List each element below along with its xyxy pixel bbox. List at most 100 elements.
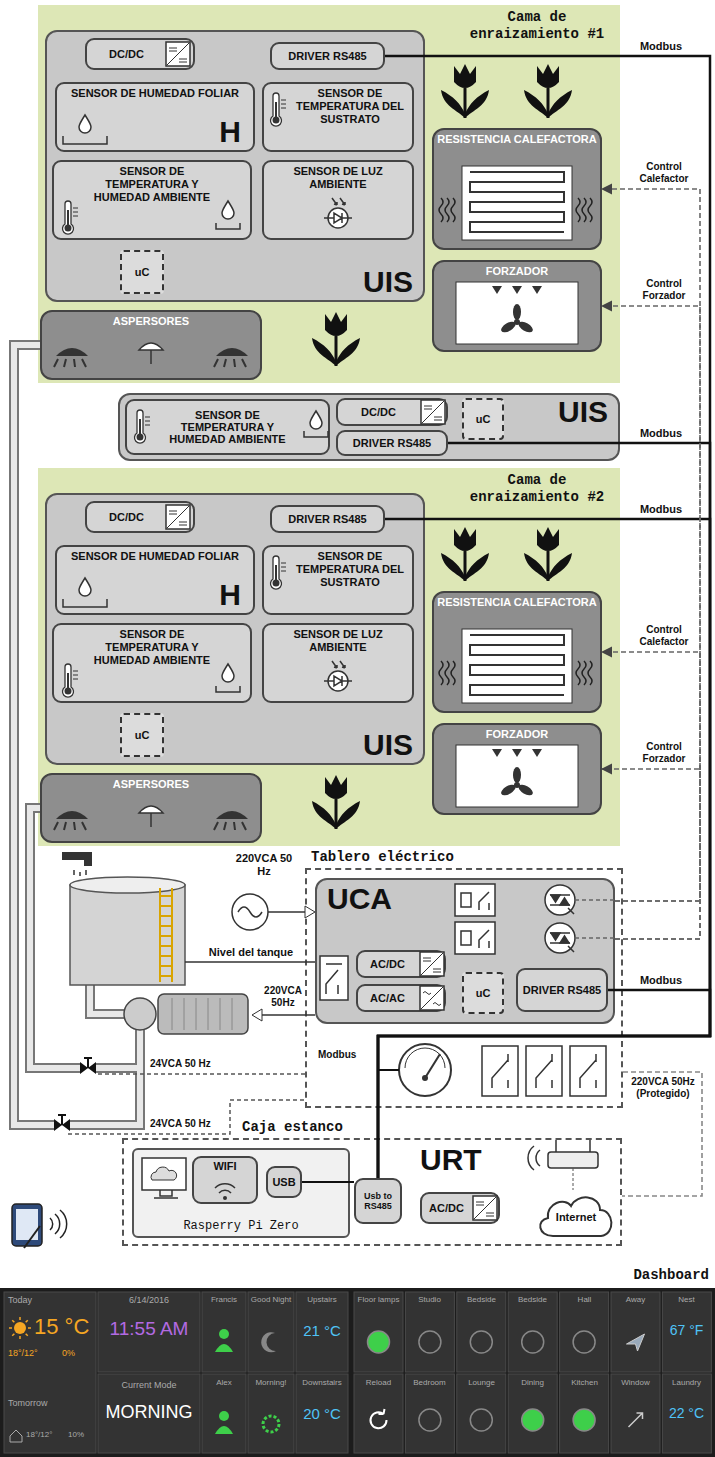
module-box: Usb to RS485 bbox=[354, 1178, 402, 1224]
rooting-bed: Cama de enraizamiento #1UISDC/DCDRIVER R… bbox=[38, 5, 620, 383]
dashboard-icons bbox=[470, 1409, 492, 1431]
control-unit: UCAAC/DCAC/ACuCDRIVER RS485 bbox=[315, 878, 615, 1024]
bed-illustration bbox=[54, 505, 592, 830]
water-pipes bbox=[14, 345, 140, 1125]
energy-meter bbox=[425, 1054, 440, 1078]
contactor-symbol bbox=[320, 956, 348, 1000]
computer-icon bbox=[154, 1190, 178, 1198]
dashboard-icons bbox=[26, 1320, 28, 1322]
sensor-box: SENSOR DE TEMPERATURA DEL SUSTRATO bbox=[262, 82, 414, 152]
relay-symbol bbox=[455, 922, 495, 954]
node-text: ASPERSORES bbox=[113, 778, 189, 791]
node-text: AC/DC bbox=[429, 1202, 464, 1214]
dashboard-icons bbox=[522, 1331, 544, 1353]
module-box: DRIVER RS485 bbox=[516, 968, 608, 1012]
node-text: uC bbox=[135, 729, 150, 741]
node-text: FORZADOR bbox=[486, 265, 548, 278]
dashboard-icons bbox=[19, 1317, 21, 1320]
energy-meter bbox=[378, 1069, 399, 1071]
modbus-line bbox=[378, 990, 710, 1178]
dashboard-tiles bbox=[248, 1374, 294, 1453]
dashboard-icons bbox=[9, 1327, 12, 1329]
dashboard-tiles bbox=[4, 1292, 711, 1453]
control-line bbox=[602, 652, 700, 901]
dashboard-icons bbox=[219, 1411, 229, 1421]
dashboard-icons bbox=[629, 1413, 643, 1427]
router-icon bbox=[556, 1140, 590, 1152]
tablet-icon bbox=[50, 1210, 67, 1238]
signal-label: Nivel del tanque bbox=[190, 946, 312, 959]
dashboard-icons bbox=[371, 1409, 387, 1428]
module-box: DRIVER RS485 bbox=[270, 505, 385, 533]
router-icon bbox=[528, 1146, 540, 1170]
breaker-switches bbox=[570, 1046, 606, 1096]
relay-symbol bbox=[455, 884, 495, 954]
triac-symbol bbox=[551, 895, 569, 905]
sensor-box: SENSOR DE HUMEDAD FOLIARH bbox=[55, 545, 255, 615]
relay-symbol bbox=[461, 893, 471, 907]
node-text: UIS bbox=[363, 266, 413, 298]
dashboard-icons bbox=[12, 1334, 14, 1336]
connector-label: Control Forzador bbox=[632, 741, 696, 764]
actuator-box: FORZADOR bbox=[432, 723, 602, 815]
sensor-box: SENSOR DE LUZ AMBIENTE bbox=[262, 160, 414, 240]
dashboard-icons bbox=[28, 1327, 31, 1329]
dashboard-tiles bbox=[4, 1292, 96, 1453]
signal-label: 24VCA 50 Hz bbox=[150, 1118, 226, 1130]
module-box: DC/DC bbox=[85, 38, 195, 70]
dashboard-tiles bbox=[457, 1374, 506, 1453]
module-box: AC/DC bbox=[420, 1192, 500, 1224]
dashboard-text: Dining bbox=[509, 1378, 556, 1388]
dashboard-icons bbox=[215, 1344, 233, 1352]
node-text: DRIVER RS485 bbox=[353, 437, 431, 449]
dashboard-text: 0% bbox=[62, 1348, 92, 1359]
module-box: SENSOR DE TEMPERATURA Y HUMEDAD AMBIENTE bbox=[125, 399, 330, 455]
actuator-box: RESISTENCIA CALEFACTORA bbox=[432, 591, 602, 713]
module-box: DRIVER RS485 bbox=[270, 42, 385, 70]
control-line bbox=[602, 769, 700, 939]
illustration bbox=[420, 986, 444, 1010]
dashboard-text: 15 °C bbox=[34, 1314, 96, 1340]
water-pipes bbox=[14, 345, 140, 1125]
dashboard-tiles bbox=[405, 1292, 454, 1372]
relay-symbol bbox=[455, 884, 495, 916]
node-text: RESISTENCIA CALEFACTORA bbox=[437, 596, 597, 609]
control-unit: UISSENSOR DE TEMPERATURA Y HUMEDAD AMBIE… bbox=[118, 393, 620, 461]
breaker-switches bbox=[536, 1054, 552, 1088]
wifi-icon bbox=[215, 1184, 235, 1193]
triac-symbol bbox=[545, 885, 575, 915]
node-text: SENSOR DE TEMPERATURA DEL SUSTRATO bbox=[294, 87, 406, 126]
node-text: Internet bbox=[556, 1211, 596, 1223]
ac-source bbox=[305, 906, 315, 918]
breaker-switches bbox=[526, 1046, 562, 1096]
illustration bbox=[54, 1115, 70, 1131]
dashboard-text: Away bbox=[612, 1295, 659, 1305]
connector-label: Modbus bbox=[636, 503, 686, 516]
modbus-line bbox=[378, 443, 710, 1178]
node-text: UCA bbox=[327, 883, 392, 915]
pump-motor bbox=[172, 998, 232, 1030]
dashboard-text: Window bbox=[612, 1378, 659, 1388]
node-text: SENSOR DE TEMPERATURA Y HUMEDAD AMBIENTE bbox=[153, 409, 302, 445]
node-text: Rasperry Pi Zero bbox=[183, 1219, 298, 1233]
computer-icon bbox=[151, 1167, 177, 1180]
dashboard-text: Studio bbox=[406, 1295, 453, 1305]
node-text: USB bbox=[272, 1176, 295, 1188]
breaker-switches bbox=[580, 1054, 596, 1088]
illustration bbox=[473, 1196, 497, 1220]
dashboard-tiles bbox=[98, 1292, 200, 1372]
dashboard-text: 20 °C bbox=[297, 1405, 347, 1423]
pump-motor bbox=[124, 998, 156, 1030]
dashboard-text: Tomorrow bbox=[8, 1398, 88, 1409]
dashboard-tiles bbox=[611, 1374, 660, 1453]
microcontroller-chip: uC bbox=[120, 250, 164, 294]
dashboard-text: Bedside bbox=[509, 1295, 556, 1305]
dashboard-icons bbox=[627, 1334, 645, 1351]
dashboard-tiles bbox=[560, 1374, 609, 1453]
dashboard-icons bbox=[10, 1430, 22, 1442]
water-tank bbox=[62, 852, 92, 866]
node-text: DRIVER RS485 bbox=[288, 50, 366, 62]
signal-label: 220VCA 50 Hz bbox=[228, 852, 300, 878]
dashboard-icons bbox=[9, 1317, 645, 1442]
